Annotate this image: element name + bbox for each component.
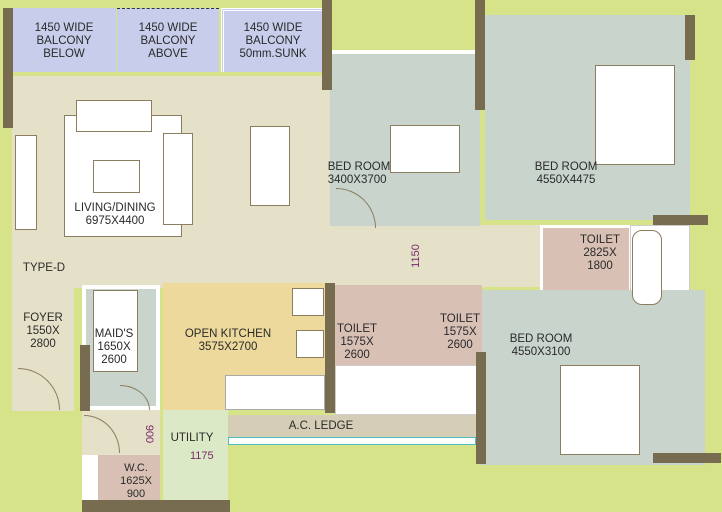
side-sofa bbox=[163, 133, 193, 225]
toilet-b-label: TOILET 1575X 2600 bbox=[439, 313, 481, 351]
maids-label: MAID'S 1650X 2600 bbox=[94, 328, 134, 366]
coffee-table bbox=[93, 160, 140, 193]
bedroom-3-label: BED ROOM 4550X3100 bbox=[509, 333, 573, 358]
toilet-a bbox=[335, 285, 410, 365]
balcony-below bbox=[13, 8, 116, 72]
wall bbox=[82, 500, 230, 512]
toilet-showers bbox=[335, 365, 482, 415]
wall bbox=[653, 215, 708, 225]
ac-ledge bbox=[228, 415, 476, 437]
utility-label: UTILITY bbox=[170, 432, 214, 444]
bathtub bbox=[632, 230, 662, 305]
wc bbox=[82, 455, 160, 500]
corridor-dimension: 1150 bbox=[409, 244, 422, 268]
wall bbox=[80, 345, 90, 411]
stove bbox=[296, 330, 324, 358]
balcony-above bbox=[117, 8, 219, 72]
balcony-sunk-label: 1450 WIDE BALCONY 50mm.SUNK bbox=[239, 22, 307, 60]
utility-width-dimension: 1175 bbox=[190, 450, 214, 462]
wc-label: W.C. 1625X 900 bbox=[120, 462, 152, 500]
bedroom-1-label: BED ROOM 3400X3700 bbox=[327, 161, 391, 186]
kitchen-counter bbox=[225, 375, 325, 410]
foyer-label: FOYER 1550X 2800 bbox=[23, 312, 63, 350]
utility bbox=[163, 410, 228, 500]
wall bbox=[653, 453, 721, 463]
wall bbox=[322, 0, 332, 90]
bedroom-2-label: BED ROOM 4550X4475 bbox=[534, 161, 598, 186]
plan-type-label: TYPE-D bbox=[22, 262, 66, 274]
living-label: LIVING/DINING 6975X4400 bbox=[74, 202, 156, 227]
maid-bed bbox=[93, 290, 138, 372]
balcony-sunk bbox=[221, 8, 323, 72]
bed-3 bbox=[560, 365, 640, 455]
wall bbox=[685, 15, 695, 60]
wall bbox=[3, 8, 13, 128]
dining-table bbox=[250, 126, 290, 206]
bed-1 bbox=[390, 125, 460, 173]
passage-dimension: 900 bbox=[143, 424, 156, 444]
tv-unit bbox=[15, 135, 37, 230]
toilet-b bbox=[410, 285, 482, 365]
toilet-master-label: TOILET 2825X 1800 bbox=[579, 234, 621, 272]
toilet-a-label: TOILET 1575X 2600 bbox=[336, 323, 378, 361]
balcony-below-label: 1450 WIDE BALCONY BELOW bbox=[34, 22, 94, 60]
wall bbox=[475, 0, 485, 110]
bed-2 bbox=[595, 65, 675, 165]
wall bbox=[325, 283, 335, 413]
balcony-above-label: 1450 WIDE BALCONY ABOVE bbox=[138, 22, 198, 60]
fridge bbox=[292, 288, 324, 316]
sofa bbox=[76, 100, 152, 132]
wall bbox=[476, 352, 486, 464]
ac-ledge-railing bbox=[228, 437, 476, 445]
kitchen-label: OPEN KITCHEN 3575X2700 bbox=[184, 328, 272, 353]
ac-ledge-label: A.C. LEDGE bbox=[288, 420, 354, 432]
